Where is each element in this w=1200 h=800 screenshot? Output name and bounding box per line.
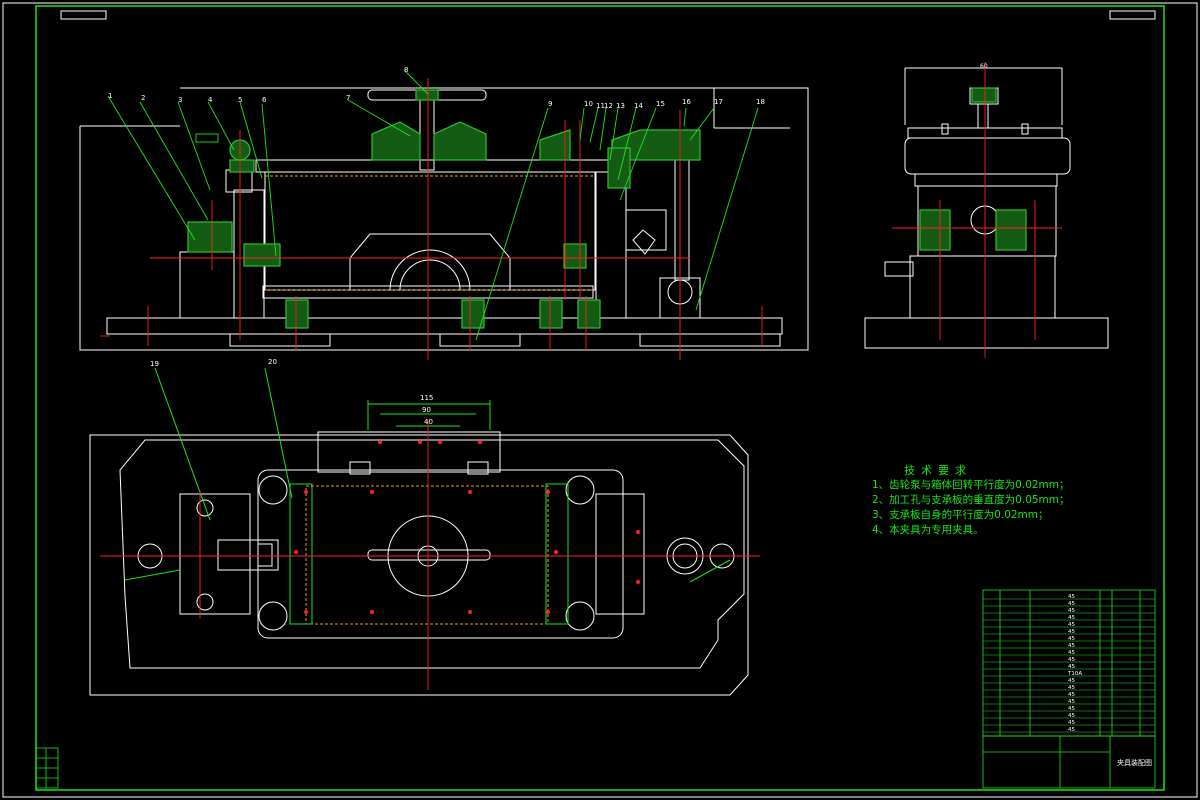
balloon-20: 20 xyxy=(268,358,277,366)
drawing-title-cell: 夹具装配图 xyxy=(1117,759,1152,767)
bom-material-cell: 45 xyxy=(1068,622,1075,628)
bom-material-cell: 45 xyxy=(1068,636,1075,642)
balloon-6: 6 xyxy=(262,96,267,104)
bom-material-cell: 45 xyxy=(1068,685,1075,691)
dim-mid: 90 xyxy=(422,406,431,414)
bom-materials: 4545454545454545454545T10A45454545454545… xyxy=(1067,594,1082,733)
tech-item-4: 4、本夹具为专用夹具。 xyxy=(872,524,984,536)
balloon-13: 13 xyxy=(616,102,625,110)
bom-material-cell: 45 xyxy=(1068,727,1075,733)
bom-material-cell: 45 xyxy=(1068,713,1075,719)
balloon-7: 7 xyxy=(346,94,350,102)
balloon-16: 16 xyxy=(682,98,691,106)
bom-row-lines xyxy=(983,598,1155,733)
bom-material-cell: 45 xyxy=(1068,594,1075,600)
bom-material-cell: 45 xyxy=(1068,664,1075,670)
bom-material-cell: 45 xyxy=(1068,678,1075,684)
balloon-19: 19 xyxy=(150,360,159,368)
balloon-14: 14 xyxy=(634,102,643,110)
bom-material-cell: 45 xyxy=(1068,615,1075,621)
tech-item-3: 3、支承板自身的平行度为0.02mm； xyxy=(872,509,1049,521)
bom-material-cell: 45 xyxy=(1068,601,1075,607)
balloon-10: 10 xyxy=(584,100,593,108)
balloon-17: 17 xyxy=(714,98,723,106)
left-margin-stamp xyxy=(35,747,59,789)
dim-outer: 115 xyxy=(420,394,433,402)
front-view: 1 2 3 4 5 6 7 8 9 10 11 12 13 14 15 16 1… xyxy=(79,66,809,360)
balloon-3: 3 xyxy=(178,96,182,104)
bom-material-cell: 45 xyxy=(1068,657,1075,663)
tech-requirements-heading: 技术要求 xyxy=(904,464,972,477)
plan-view: 19 20 115 90 40 xyxy=(89,358,760,696)
balloon-8: 8 xyxy=(404,66,408,74)
side-view: 60 xyxy=(864,62,1109,358)
bom-material-cell: 45 xyxy=(1068,650,1075,656)
balloon-15: 15 xyxy=(656,100,665,108)
balloon-12: 12 xyxy=(604,102,613,110)
bom-material-cell: 45 xyxy=(1068,699,1075,705)
dim-inner: 40 xyxy=(424,418,433,426)
bom-material-cell: T10A xyxy=(1067,671,1082,677)
balloon-5: 5 xyxy=(238,96,242,104)
side-dim-top: 60 xyxy=(980,63,988,70)
balloon-1: 1 xyxy=(108,92,112,100)
technical-requirements: 技术要求 1、齿轮泵与箱体回转平行度为0.02mm； 2、加工孔与支承板的垂直度… xyxy=(872,462,1192,538)
bom-material-cell: 45 xyxy=(1068,720,1075,726)
bom-material-cell: 45 xyxy=(1068,692,1075,698)
balloon-11: 11 xyxy=(596,102,605,110)
tech-item-2: 2、加工孔与支承板的垂直度为0.05mm； xyxy=(872,494,1070,506)
balloon-4: 4 xyxy=(208,96,213,104)
bom-material-cell: 45 xyxy=(1068,608,1075,614)
bom-material-cell: 45 xyxy=(1068,629,1075,635)
balloon-2: 2 xyxy=(141,94,145,102)
title-block xyxy=(982,589,1156,789)
bom-material-cell: 45 xyxy=(1068,706,1075,712)
balloon-9: 9 xyxy=(548,100,552,108)
balloon-18: 18 xyxy=(756,98,765,106)
bom-material-cell: 45 xyxy=(1068,643,1075,649)
tech-item-1: 1、齿轮泵与箱体回转平行度为0.02mm； xyxy=(872,479,1070,491)
